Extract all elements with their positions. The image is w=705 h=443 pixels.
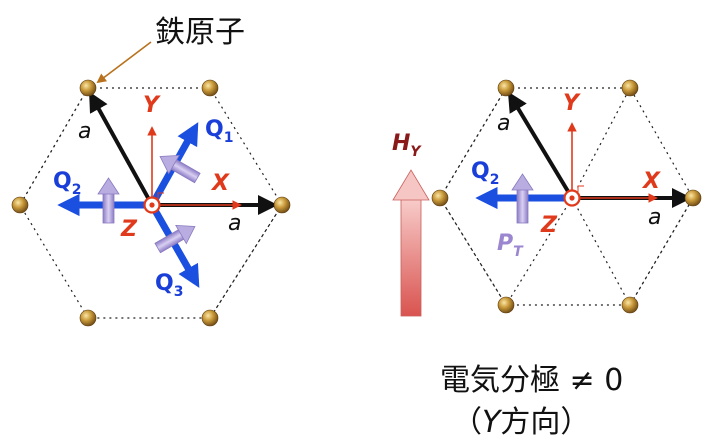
q3-subscript: 3 (174, 284, 184, 300)
left-moment-arrow-q2 (97, 177, 120, 224)
caption-open-paren: （ (452, 405, 482, 440)
left-z-axis-symbol (143, 196, 161, 214)
iron-atom (621, 296, 639, 314)
iron-atom (497, 296, 515, 314)
iron-atom (497, 79, 515, 97)
left-y-axis-label: Y (143, 93, 161, 118)
right-q2-letter: Q (471, 159, 490, 184)
right-z-axis-label: Z (540, 213, 558, 238)
left-lattice-a2-label: a (228, 211, 241, 236)
iron-atom (273, 196, 291, 214)
left-lattice-vector-a1 (89, 91, 154, 206)
iron-atom (621, 79, 639, 97)
left-moment-arrow-q1 (159, 154, 201, 184)
left-panel: 鉄原子 a a Y X Z Q1 Q2 Q3 (11, 15, 291, 327)
iron-atom (201, 79, 219, 97)
right-lattice-vector-a1 (507, 91, 574, 200)
left-iron-atoms (11, 79, 291, 327)
q1-subscript: 1 (224, 130, 234, 146)
iron-atom-label: 鉄原子 (155, 15, 245, 50)
left-q3-label: Q3 (155, 271, 183, 300)
field-letter: H (392, 131, 410, 156)
q2-subscript: 2 (72, 182, 82, 198)
caption-rest: 方向） (500, 405, 590, 440)
right-z-axis-symbol (563, 189, 581, 207)
left-right-angle-mark (157, 192, 164, 199)
q1-letter: Q (205, 117, 224, 142)
iron-atom (79, 309, 97, 327)
left-q2-label: Q2 (53, 169, 81, 198)
left-moment-arrow-q3 (154, 224, 196, 254)
caption-axis: Y (482, 405, 503, 440)
iron-atom (79, 79, 97, 97)
left-q1-label: Q1 (205, 117, 233, 146)
right-lattice-a1-label: a (497, 111, 510, 136)
iron-atom (684, 189, 702, 207)
right-panel: HY (392, 79, 702, 317)
right-right-angle-mark (577, 185, 584, 192)
right-x-axis-label: X (641, 169, 661, 194)
left-lattice-a1-label: a (78, 119, 91, 144)
iron-atom-leader-line (96, 41, 152, 84)
q3-letter: Q (155, 271, 174, 296)
iron-atom (431, 189, 449, 207)
right-moment-arrow-pt (511, 173, 534, 224)
field-subscript: Y (410, 144, 422, 160)
pt-subscript: T (513, 244, 524, 260)
left-z-axis-label: Z (120, 217, 138, 242)
right-lattice-a2-label: a (648, 205, 661, 230)
q2-letter: Q (53, 169, 72, 194)
left-x-axis-label: X (210, 171, 230, 196)
pt-letter: P (497, 231, 513, 256)
field-label: HY (392, 131, 422, 160)
caption-line-2: （Y方向） (452, 405, 590, 440)
iron-atom (11, 196, 29, 214)
right-y-axis-label: Y (563, 91, 581, 116)
pt-label: PT (497, 231, 524, 260)
iron-atom (201, 309, 219, 327)
caption-line-1: 電気分極 ≠ 0 (440, 363, 623, 398)
field-arrow-hy (392, 169, 430, 317)
right-q2-subscript: 2 (490, 172, 500, 188)
right-iron-atoms (431, 79, 702, 314)
right-q2-label: Q2 (471, 159, 499, 188)
